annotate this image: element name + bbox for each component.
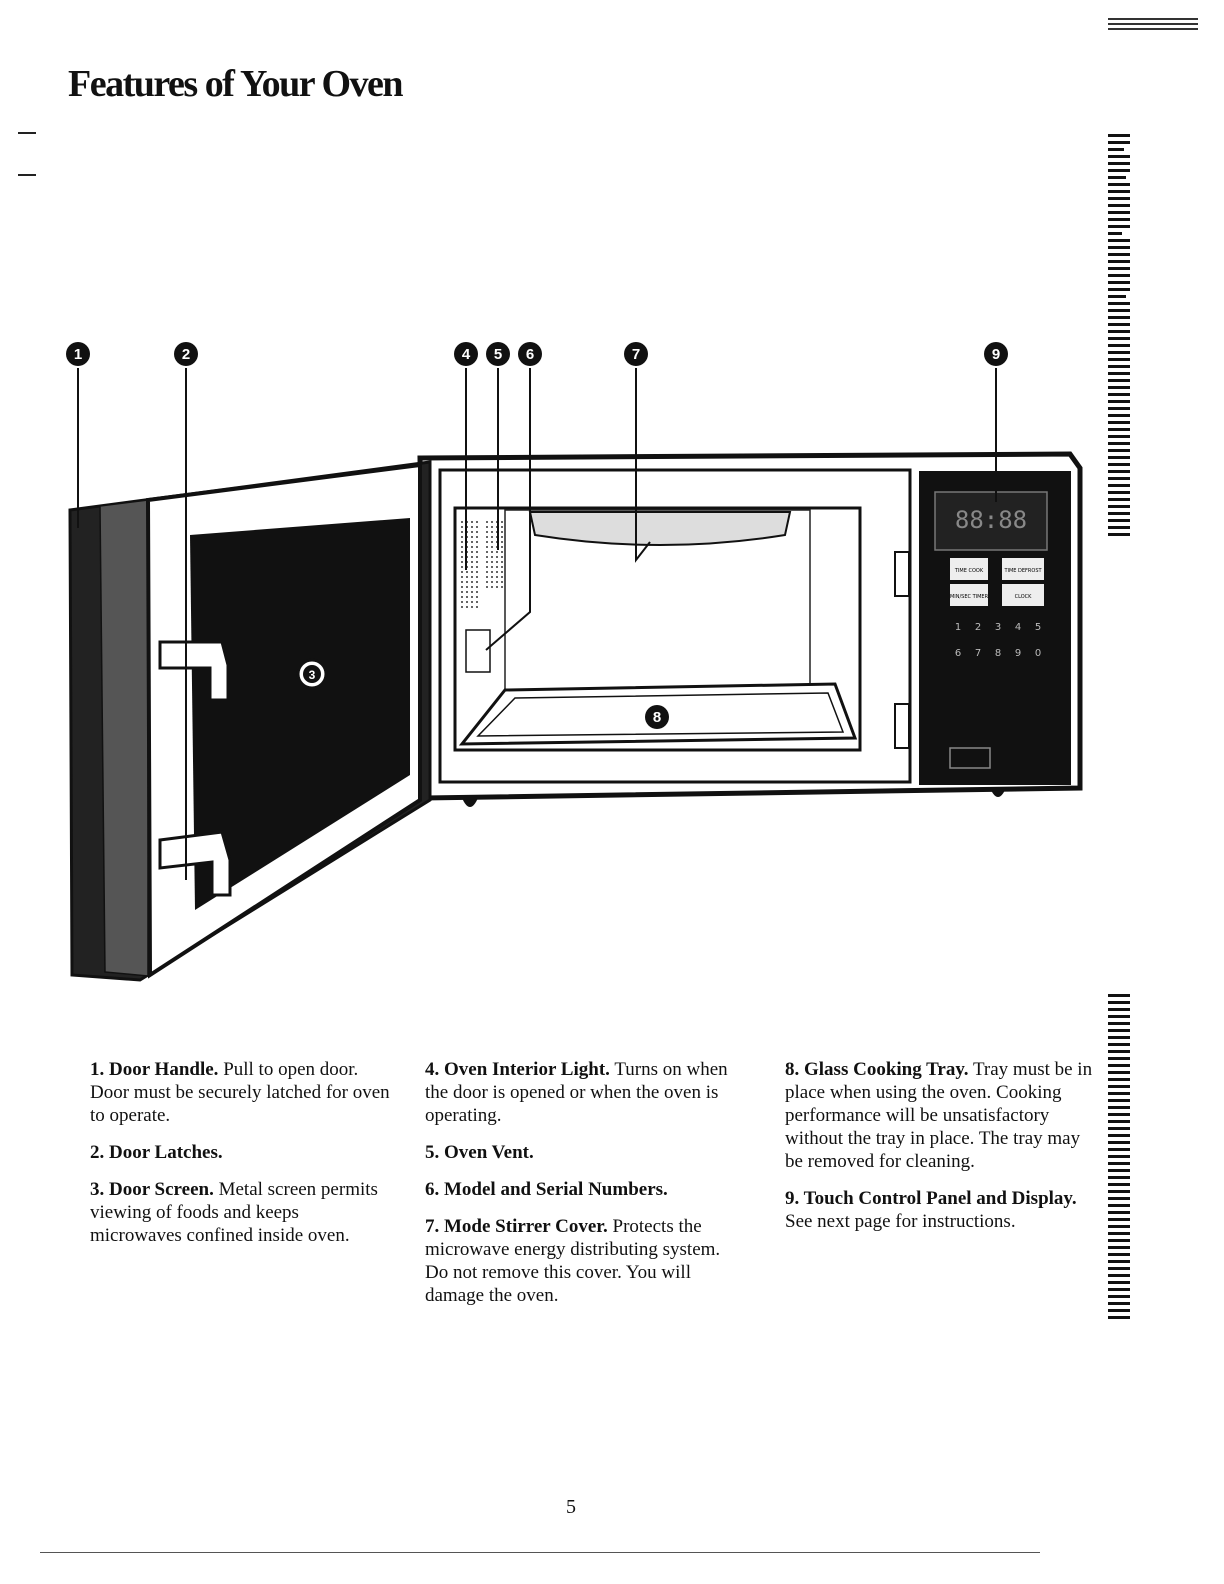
edge-mark <box>18 174 36 176</box>
stirrer-cover <box>528 511 792 546</box>
svg-text:6: 6 <box>955 648 961 659</box>
oven-body: 88:88 TIME COOK TIME DEFROST MIN/SEC TIM… <box>417 451 1083 807</box>
feature-4: 4. Oven Interior Light. Turns on when th… <box>425 1059 728 1126</box>
svg-text:0: 0 <box>1035 648 1041 659</box>
display <box>934 491 1048 551</box>
svg-text:7: 7 <box>632 346 640 363</box>
page-number: 5 <box>566 1496 576 1518</box>
microwave-illustration: 88:88 TIME COOK TIME DEFROST MIN/SEC TIM… <box>66 342 1083 982</box>
svg-text:3: 3 <box>309 668 316 682</box>
svg-text:4: 4 <box>1015 622 1021 633</box>
keypad: 1 2 3 4 5 6 7 8 9 0 <box>955 622 1041 659</box>
svg-text:8: 8 <box>653 709 661 726</box>
callouts: 1 2 3 4 5 6 7 8 9 <box>66 342 1008 729</box>
svg-text:9: 9 <box>1015 648 1021 659</box>
svg-text:2: 2 <box>182 346 190 363</box>
svg-text:1: 1 <box>955 622 961 633</box>
callout-7 <box>624 342 648 366</box>
leader-lines <box>77 368 997 880</box>
svg-text:5: 5 <box>1035 622 1041 633</box>
edge-bars-lower <box>1108 994 1130 1323</box>
footer-line <box>40 1552 1040 1553</box>
svg-text:2: 2 <box>975 622 981 633</box>
svg-text:3: 3 <box>995 622 1001 633</box>
svg-text:9: 9 <box>992 346 1000 363</box>
svg-text:MIN/SEC TIMER: MIN/SEC TIMER <box>950 594 989 600</box>
oven-door <box>68 460 432 982</box>
callout-6 <box>518 342 542 366</box>
features-column-3: 8. Glass Cooking Tray. Tray must be in p… <box>785 1058 1095 1247</box>
page-title: Features of Your Oven <box>68 63 404 105</box>
door-screen <box>190 518 410 910</box>
svg-text:1: 1 <box>74 346 82 363</box>
callout-9 <box>984 342 1008 366</box>
feature-7: 7. Mode Stirrer Cover. Protects the micr… <box>425 1216 721 1306</box>
feature-9: 9. Touch Control Panel and Display. See … <box>785 1188 1077 1232</box>
feature-1: 1. Door Handle. Pull to open door. Door … <box>90 1059 390 1126</box>
callout-2 <box>174 342 198 366</box>
callout-4 <box>454 342 478 366</box>
callout-8 <box>645 705 669 729</box>
display-digits: 88:88 <box>955 506 1027 534</box>
svg-text:8: 8 <box>995 648 1001 659</box>
callout-5 <box>486 342 510 366</box>
svg-text:7: 7 <box>975 648 981 659</box>
model-serial-label <box>465 629 491 673</box>
svg-text:6: 6 <box>526 346 534 363</box>
callout-1 <box>66 342 90 366</box>
svg-text:TIME DEFROST: TIME DEFROST <box>1003 568 1042 574</box>
edge-mark <box>18 132 36 134</box>
feature-6: 6. Model and Serial Numbers. <box>425 1179 668 1200</box>
svg-text:TIME COOK: TIME COOK <box>954 568 984 574</box>
feature-8: 8. Glass Cooking Tray. Tray must be in p… <box>785 1059 1093 1172</box>
corner-mark <box>1108 18 1198 33</box>
svg-text:5: 5 <box>494 346 502 363</box>
feature-2: 2. Door Latches. <box>90 1142 223 1163</box>
feature-5: 5. Oven Vent. <box>425 1142 534 1163</box>
svg-text:CLOCK: CLOCK <box>1015 594 1033 600</box>
features-column-2: 4. Oven Interior Light. Turns on when th… <box>425 1058 735 1321</box>
door-handle <box>158 640 232 897</box>
features-column-1: 1. Door Handle. Pull to open door. Door … <box>90 1058 390 1261</box>
svg-text:4: 4 <box>462 346 471 363</box>
feature-3: 3. Door Screen. Metal screen permits vie… <box>90 1179 378 1246</box>
edge-bars-upper <box>1108 134 1130 540</box>
